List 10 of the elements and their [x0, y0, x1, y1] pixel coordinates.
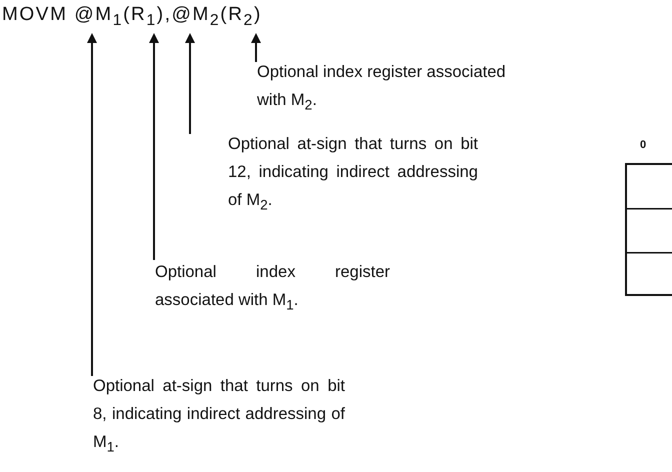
- annotation-text: Optional index register associated with M$_{1}$.: [155, 258, 390, 320]
- leader-arrow: [185, 33, 195, 134]
- leader-arrow: [251, 33, 261, 62]
- instruction-format: MOVM @M$_{1}$(R$_{1}$),@M$_{2}$(R$_{2}$): [2, 2, 262, 34]
- annotation-text: Optional at-sign that turns on bit 12, indicating indirect addressing of M$_{2}$.: [228, 130, 478, 220]
- annotation-text: Optional at-sign that turns on bit 8, indicating indirect addressing of M$_{1}$.: [93, 372, 345, 462]
- annotation-text: Optional index register associated with M$_{2}$.: [257, 58, 527, 120]
- bit-number: 0: [640, 138, 646, 152]
- leader-arrow: [149, 33, 159, 260]
- leader-arrow: [87, 33, 97, 376]
